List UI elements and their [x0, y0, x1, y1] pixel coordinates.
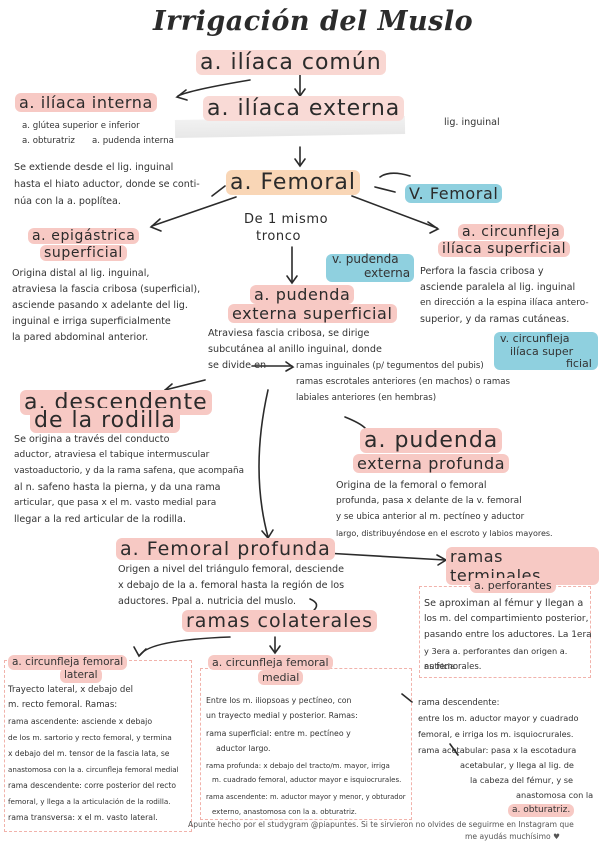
footer-note-1: Apunte hecho por el studygram @piapuntes…	[188, 820, 574, 829]
ramas-colaterales: ramas colaterales	[182, 610, 377, 632]
interna-item-1: a. glútea superior e inferior	[22, 121, 140, 131]
circ-medial-item-1: rama superficial: entre m. pectíneo y	[206, 729, 351, 738]
circ-lateral-item-5: rama descendente: corre posterior del re…	[8, 781, 177, 790]
circunfleja-sup-desc-4: superior, y da ramas cutáneas.	[420, 314, 570, 325]
descendente-desc-2: aductor, atraviesa el tabique intermuscu…	[14, 450, 210, 460]
circ-medial-item-2: aductor largo.	[216, 744, 271, 753]
a-perforantes: a. perforantes	[470, 578, 556, 593]
iliaca-externa: a. ilíaca externa	[203, 96, 405, 121]
pudenda-prof-desc-4: largo, distribuyéndose en el escroto y l…	[336, 529, 553, 538]
pudenda-sup-name-2: externa superficial	[228, 304, 397, 323]
terminales-desc-2: los m. del compartimiento posterior,	[424, 614, 589, 624]
femoral-desc-1: Se extiende desde el lig. inguinal	[14, 162, 174, 173]
femoral-profunda: a. Femoral profunda	[116, 538, 335, 560]
circ-medial-item-5: rama ascendente: m. aductor mayor y meno…	[206, 793, 406, 801]
femoral: a. Femoral	[226, 170, 360, 195]
pudenda-sup-name-1: a. pudenda	[250, 285, 355, 304]
circ-medial-name-2: medial	[258, 670, 304, 685]
femoral-desc-2: hasta el hiato aductor, donde se conti-	[14, 179, 200, 190]
circ-lateral-item-3: x debajo del m. tensor de la fascia lata…	[8, 749, 170, 758]
iliaca-comun: a. ilíaca común	[196, 50, 386, 75]
circunfleja-sup-desc-1: Perfora la fascia cribosa y	[420, 266, 544, 277]
right-item-4: rama acetabular: pasa x la escotadura	[418, 745, 577, 755]
circ-lateral-item-2: de los m. sartorio y recto femoral, y te…	[8, 733, 172, 742]
pudenda-prof-name-2: externa profunda	[353, 454, 510, 473]
v-circunfleja-3: ficial	[566, 357, 592, 370]
lig-inguinal-label: lig. inguinal	[444, 117, 500, 128]
pudenda-prof-desc-3: y se ubica anterior al m. pectíneo y adu…	[336, 512, 525, 522]
right-item-1: rama descendente:	[418, 697, 500, 707]
circ-lateral-item-7: rama transversa: x el m. vasto lateral.	[8, 813, 158, 822]
pudenda-branch-1: ramas inguinales (p/ tegumentos del pubi…	[296, 361, 484, 371]
descendente-desc-5: articular, que pasa x el m. vasto medial…	[14, 498, 217, 508]
pudenda-sup-desc-3: se divide en	[208, 360, 267, 371]
terminales-desc-5: as femorales.	[424, 662, 482, 672]
descendente-desc-6: llegar a la red articular de la rodilla.	[14, 514, 186, 525]
right-item-5: acetabular, y llega al lig. de	[460, 760, 574, 770]
circunfleja-sup-name-1: a. circunfleja	[458, 224, 565, 240]
terminales-desc-4: y 3era a. perforantes dan origen a. nutr…	[424, 646, 568, 671]
circ-medial-name-1: a. circunfleja femoral	[208, 655, 333, 670]
circ-medial-item-6: externo, anastomosa con la a. obturatriz…	[212, 808, 357, 816]
pudenda-prof-desc-2: profunda, pasa x delante de la v. femora…	[336, 496, 522, 506]
interna-item-2: a. obturatriz	[22, 136, 75, 146]
terminales-desc-1: Se aproximan al fémur y llegan a	[424, 598, 584, 609]
interna-item-3: a. pudenda interna	[92, 136, 174, 146]
circ-medial-item-4: m. cuadrado femoral, aductor mayor e isq…	[212, 776, 402, 784]
epigastrica-name-2: superficial	[40, 245, 127, 261]
circ-lateral-name-2: lateral	[60, 668, 102, 683]
terminales-desc-3: pasando entre los aductores. La 1era	[424, 630, 592, 640]
page-title: Irrigación del Muslo	[153, 6, 474, 37]
iliaca-interna: a. ilíaca interna	[15, 93, 157, 112]
circ-medial-item-3: rama profunda: x debajo del tracto/m. ma…	[206, 761, 390, 770]
v-circunfleja-2: ilíaca super	[510, 345, 574, 358]
footer-note-2: me ayudás muchísimo ♥	[465, 832, 560, 841]
right-item-3: femoral, e irriga los m. isquiocrurales.	[418, 729, 574, 739]
epigastrica-desc-3: asciende pasando x adelante del lig.	[12, 300, 188, 311]
circunfleja-sup-desc-2: asciende paralela al lig. inguinal	[420, 282, 576, 293]
right-item-8: a. obturatriz.	[508, 804, 575, 817]
circ-lateral-desc-2: m. recto femoral. Ramas:	[8, 700, 118, 710]
pudenda-sup-desc-2: subcutánea al anillo inguinal, donde	[208, 344, 382, 355]
right-item-6: la cabeza del fémur, y se	[470, 775, 574, 785]
v-pudenda-bg	[326, 254, 414, 282]
pudenda-prof-name-1: a. pudenda	[360, 428, 503, 453]
circ-medial-desc-2: un trayecto medial y posterior. Ramas:	[206, 711, 358, 720]
mismo-tronco-2: tronco	[256, 229, 302, 244]
epigastrica-desc-4: inguinal e irriga superficialmente	[12, 316, 171, 327]
v-circunfleja-1: v. circunfleja	[500, 332, 570, 345]
circ-medial-desc-1: Entre los m. iliopsoas y pectíneo, con	[206, 696, 352, 705]
circunfleja-sup-name-2: ilíaca superficial	[438, 241, 571, 257]
descendente-desc-1: Se origina a través del conducto	[14, 434, 170, 445]
v-pudenda-1: v. pudenda	[332, 252, 399, 266]
femoral-profunda-desc-2: x debajo de la a. femoral hasta la regió…	[118, 580, 345, 591]
right-item-2: entre los m. aductor mayor y cuadrado	[418, 713, 579, 723]
mismo-tronco-1: De 1 mismo	[244, 212, 329, 227]
femoral-profunda-desc-3: aductores. Ppal a. nutricia del muslo.	[118, 596, 297, 607]
circ-lateral-name-1: a. circunfleja femoral	[8, 655, 128, 670]
descendente-desc-3: vastoaductorio, y da la rama safena, que…	[14, 466, 244, 476]
circunfleja-sup-desc-3: en dirección a la espina ilíaca antero-	[420, 298, 589, 308]
epigastrica-name-1: a. epigástrica	[28, 228, 140, 244]
epigastrica-desc-2: atraviesa la fascia cribosa (superficial…	[12, 284, 201, 295]
right-item-7: anastomosa con la	[516, 790, 594, 800]
v-femoral: V. Femoral	[405, 184, 503, 203]
circ-lateral-desc-1: Trayecto lateral, x debajo del	[8, 685, 133, 695]
epigastrica-desc-5: la pared abdominal anterior.	[12, 332, 149, 343]
descendente-desc-4: al n. safeno hasta la pierna, y da una r…	[14, 482, 221, 493]
pudenda-prof-desc-1: Origina de la femoral o femoral	[336, 480, 487, 491]
circ-lateral-item-4: anastomosa con la a. circunfleja femoral…	[8, 765, 179, 774]
femoral-desc-3: núa con la a. poplítea.	[14, 196, 121, 207]
pudenda-sup-desc-1: Atraviesa fascia cribosa, se dirige	[208, 328, 370, 339]
circ-lateral-item-1: rama ascendente: asciende x debajo	[8, 717, 153, 726]
circ-lateral-item-6: femoral, y llega a la articulación de la…	[8, 797, 171, 806]
femoral-profunda-desc-1: Origen a nivel del triángulo femoral, de…	[118, 564, 345, 575]
descendente-name-2: de la rodilla	[30, 408, 180, 433]
epigastrica-desc-1: Origina distal al lig. inguinal,	[12, 268, 150, 279]
v-circunfleja-sup	[494, 332, 598, 370]
pudenda-branch-3: labiales anteriores (en hembras)	[296, 393, 437, 403]
v-pudenda-2: externa	[364, 266, 411, 280]
pudenda-branch-2: ramas escrotales anteriores (en machos) …	[296, 377, 510, 387]
